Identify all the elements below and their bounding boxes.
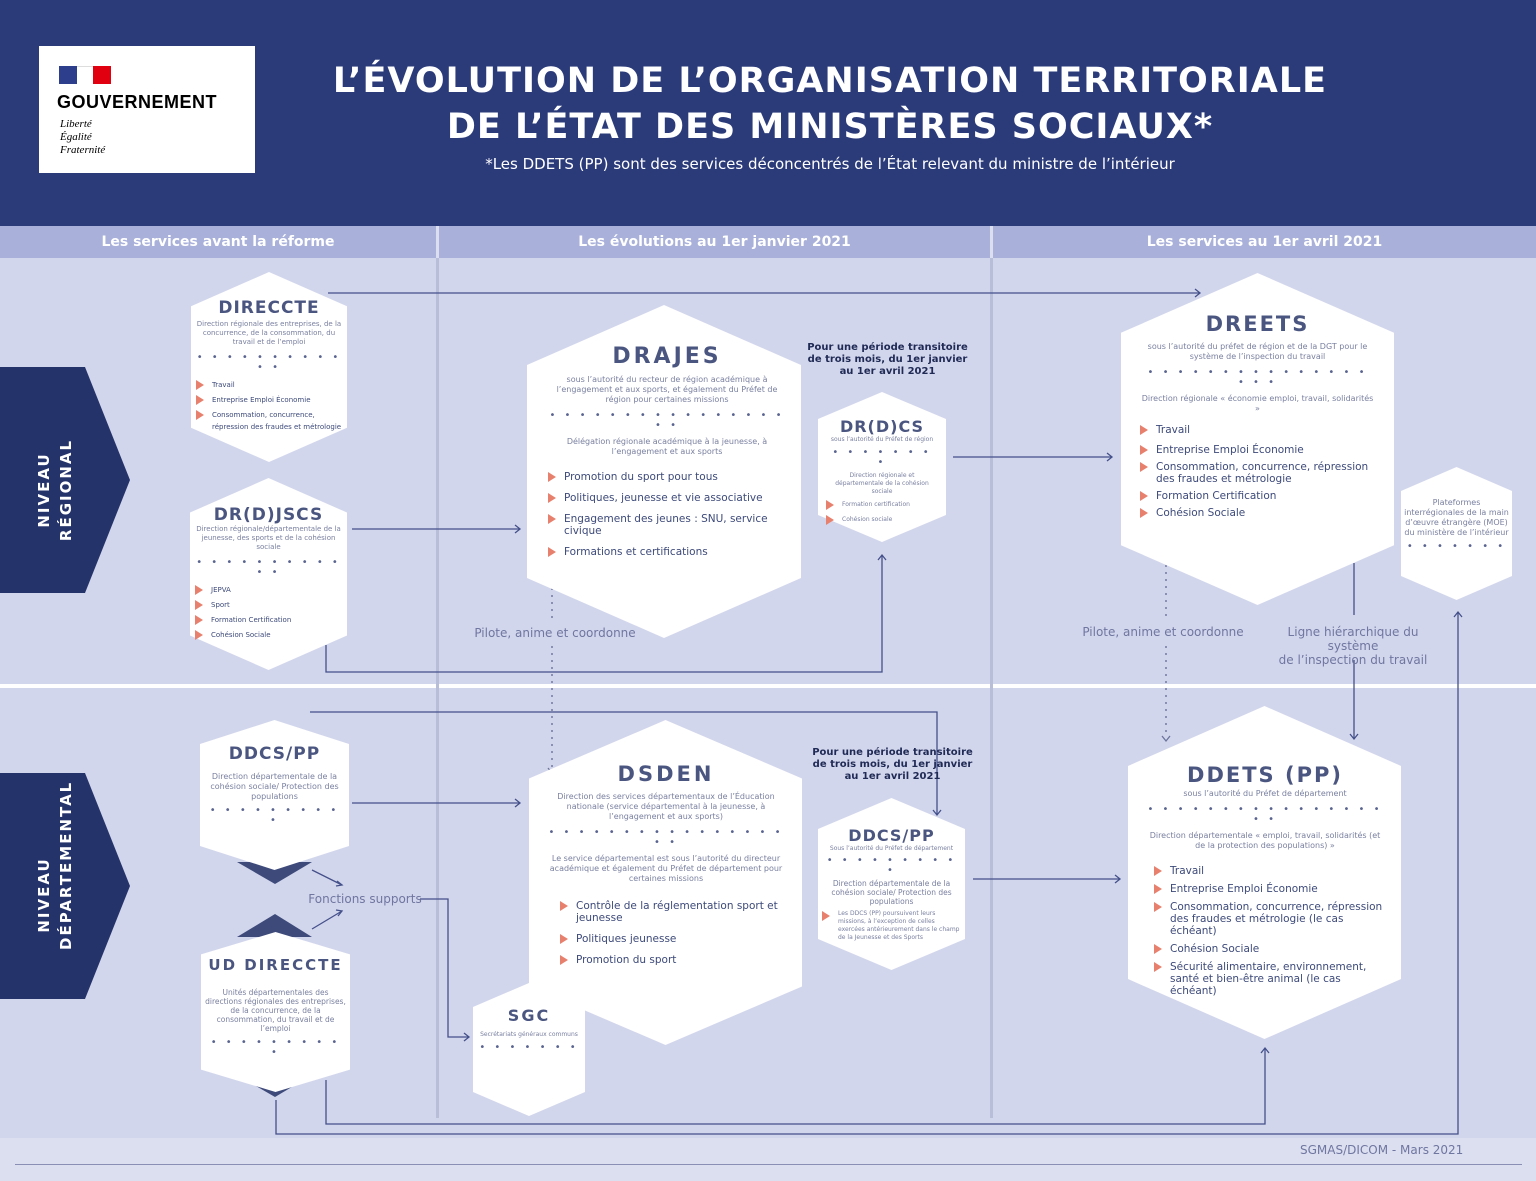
list-item: Formation Certification xyxy=(195,614,342,626)
drdjscs-name: DR(D)JSCS xyxy=(213,505,324,525)
list-item: Entreprise Emploi Économie xyxy=(196,394,342,406)
list-item: Sport xyxy=(195,599,342,611)
list-item: Promotion du sport pour tous xyxy=(548,471,786,483)
level-separator xyxy=(0,684,1536,688)
list-item: Politiques, jeunesse et vie associative xyxy=(548,492,786,504)
uddirecte-name: UD DIRECCTE xyxy=(208,956,343,974)
dreets-items: Travail Entreprise Emploi Économie Conso… xyxy=(1140,424,1375,519)
ddets-desc: sous l’autorité du Préfet de département xyxy=(1183,789,1347,798)
drajes-items: Promotion du sport pour tous Politiques,… xyxy=(548,471,786,558)
list-item: Cohésion Sociale xyxy=(1154,943,1384,955)
direccte-name: DIRECCTE xyxy=(218,298,320,318)
node-uddirecte xyxy=(201,932,350,1092)
node-direccte xyxy=(191,272,347,462)
sgc-name: SGC xyxy=(507,1006,551,1025)
drdjscs-desc: Direction régionale/départementale de la… xyxy=(196,525,341,551)
list-item: JEPVA xyxy=(195,584,342,596)
list-item: Formation certification xyxy=(826,499,938,511)
list-item: Contrôle de la réglementation sport et j… xyxy=(560,900,784,924)
list-item: Cohésion Sociale xyxy=(1140,507,1375,519)
ddets-items: Travail Entreprise Emploi Économie Conso… xyxy=(1146,865,1384,997)
drdcs-items: Formation certification Cohésion sociale xyxy=(826,499,938,526)
regional-level-arrow xyxy=(0,367,130,593)
dsden-desc2: Le service départemental est sous l’auto… xyxy=(549,854,783,883)
drdjscs-items: JEPVA Sport Formation Certification Cohé… xyxy=(195,584,342,641)
node-moe xyxy=(1401,467,1512,600)
dsden-name: DSDEN xyxy=(617,762,715,786)
uddirecte-desc: Unités départementales des directions ré… xyxy=(205,988,346,1033)
ddcspp2-desc: Sous l’autorité du Préfet de département xyxy=(829,845,954,852)
list-item: Travail xyxy=(1140,424,1375,436)
list-item: Politiques jeunesse xyxy=(560,933,784,945)
departemental-level-arrow xyxy=(0,773,130,999)
node-ddcspp xyxy=(200,720,349,870)
page-subtitle: *Les DDETS (PP) sont des services déconc… xyxy=(485,155,1175,173)
list-item: Engagement des jeunes : SNU, service civ… xyxy=(548,513,786,537)
ddcspp2-desc2: Direction départementale de la cohésion … xyxy=(831,879,952,906)
node-dreets xyxy=(1121,273,1394,605)
node-drdcs xyxy=(818,392,946,542)
list-item: Travail xyxy=(1154,865,1384,877)
dsden-desc: Direction des services départementaux de… xyxy=(557,792,775,821)
column-divider-2 xyxy=(990,258,993,1118)
sgc-desc: Secrétariats généraux communs xyxy=(480,1031,578,1038)
dreets-name: DREETS xyxy=(1205,312,1310,336)
french-flag-icon xyxy=(59,66,111,86)
list-item: Entreprise Emploi Économie xyxy=(1140,444,1375,456)
column-header-january: Les évolutions au 1er janvier 2021 xyxy=(439,226,990,258)
transition-note-1: Pour une période transitoire de trois mo… xyxy=(807,342,968,377)
column-divider-1 xyxy=(436,258,439,1118)
footer-rule xyxy=(15,1164,1522,1165)
dreets-desc: sous l’autorité du préfet de région et d… xyxy=(1147,342,1368,361)
list-item: Consommation, concurrence, répression de… xyxy=(196,409,342,433)
ddets-name: DDETS (PP) xyxy=(1187,763,1343,787)
node-ddets xyxy=(1128,706,1401,1039)
node-ddcspp-transition xyxy=(818,798,965,970)
ddcspp2-items: Les DDCS (PP) poursuivent leurs missions… xyxy=(822,910,961,942)
list-item: Formations et certifications xyxy=(548,546,786,558)
footer-credit: SGMAS/DICOM - Mars 2021 xyxy=(1300,1143,1464,1157)
list-item: Formation Certification xyxy=(1140,490,1375,502)
list-item: Sécurité alimentaire, environnement, san… xyxy=(1154,961,1384,997)
column-header-april: Les services au 1er avril 2021 xyxy=(993,226,1536,258)
logo-name: GOUVERNEMENT xyxy=(57,92,218,112)
direccte-desc: Direction régionale des entreprises, de … xyxy=(196,320,342,346)
label-pilote-2: Pilote, anime et coordonne xyxy=(1082,625,1244,639)
list-item: Entreprise Emploi Économie xyxy=(1154,883,1384,895)
drajes-desc: sous l’autorité du recteur de région aca… xyxy=(556,375,778,404)
dreets-desc2: Direction régionale « économie emploi, t… xyxy=(1141,394,1374,413)
list-item: Travail xyxy=(196,379,342,391)
column-header-before: Les services avant la réforme xyxy=(0,226,436,258)
label-ligne-hierarchique: Ligne hiérarchique du système de l’inspe… xyxy=(1278,625,1428,667)
node-drdjscs xyxy=(190,478,347,670)
list-item: Cohésion sociale xyxy=(826,514,938,526)
ddcspp2-name: DDCS/PP xyxy=(848,826,935,845)
list-item: Consommation, concurrence, répression de… xyxy=(1154,901,1384,937)
direccte-items: Travail Entreprise Emploi Économie Conso… xyxy=(196,379,342,433)
ddcspp-desc: Direction départementale de la cohésion … xyxy=(210,772,339,801)
ddets-desc2: Direction départementale « emploi, trava… xyxy=(1149,831,1381,850)
moe-name: Plateformes interrégionales de la main d… xyxy=(1404,498,1509,537)
list-item: Cohésion Sociale xyxy=(195,629,342,641)
node-drajes xyxy=(527,305,801,638)
node-sgc xyxy=(473,983,585,1116)
ddcspp-name: DDCS/PP xyxy=(228,744,321,764)
dsden-items: Contrôle de la réglementation sport et j… xyxy=(548,900,784,966)
drajes-name: DRAJES xyxy=(612,344,722,369)
drajes-desc2: Délégation régionale académique à la jeu… xyxy=(566,437,768,456)
list-item: Les DDCS (PP) poursuivent leurs missions… xyxy=(822,910,961,942)
transition-note-2: Pour une période transitoire de trois mo… xyxy=(812,747,973,782)
label-pilote-1: Pilote, anime et coordonne xyxy=(474,626,636,640)
page-title: L’ÉVOLUTION DE L’ORGANISATION TERRITORIA… xyxy=(332,61,1328,147)
drdcs-name: DR(D)CS xyxy=(839,417,925,436)
list-item: Consommation, concurrence, répression de… xyxy=(1140,461,1375,485)
drdcs-desc: sous l’autorité du Préfet de région xyxy=(830,436,934,443)
label-fonctions-supports: Fonctions supports xyxy=(308,892,422,906)
drdcs-desc2: Direction régionale et départementale de… xyxy=(835,472,929,495)
list-item: Promotion du sport xyxy=(560,954,784,966)
node-dsden xyxy=(529,720,802,1045)
